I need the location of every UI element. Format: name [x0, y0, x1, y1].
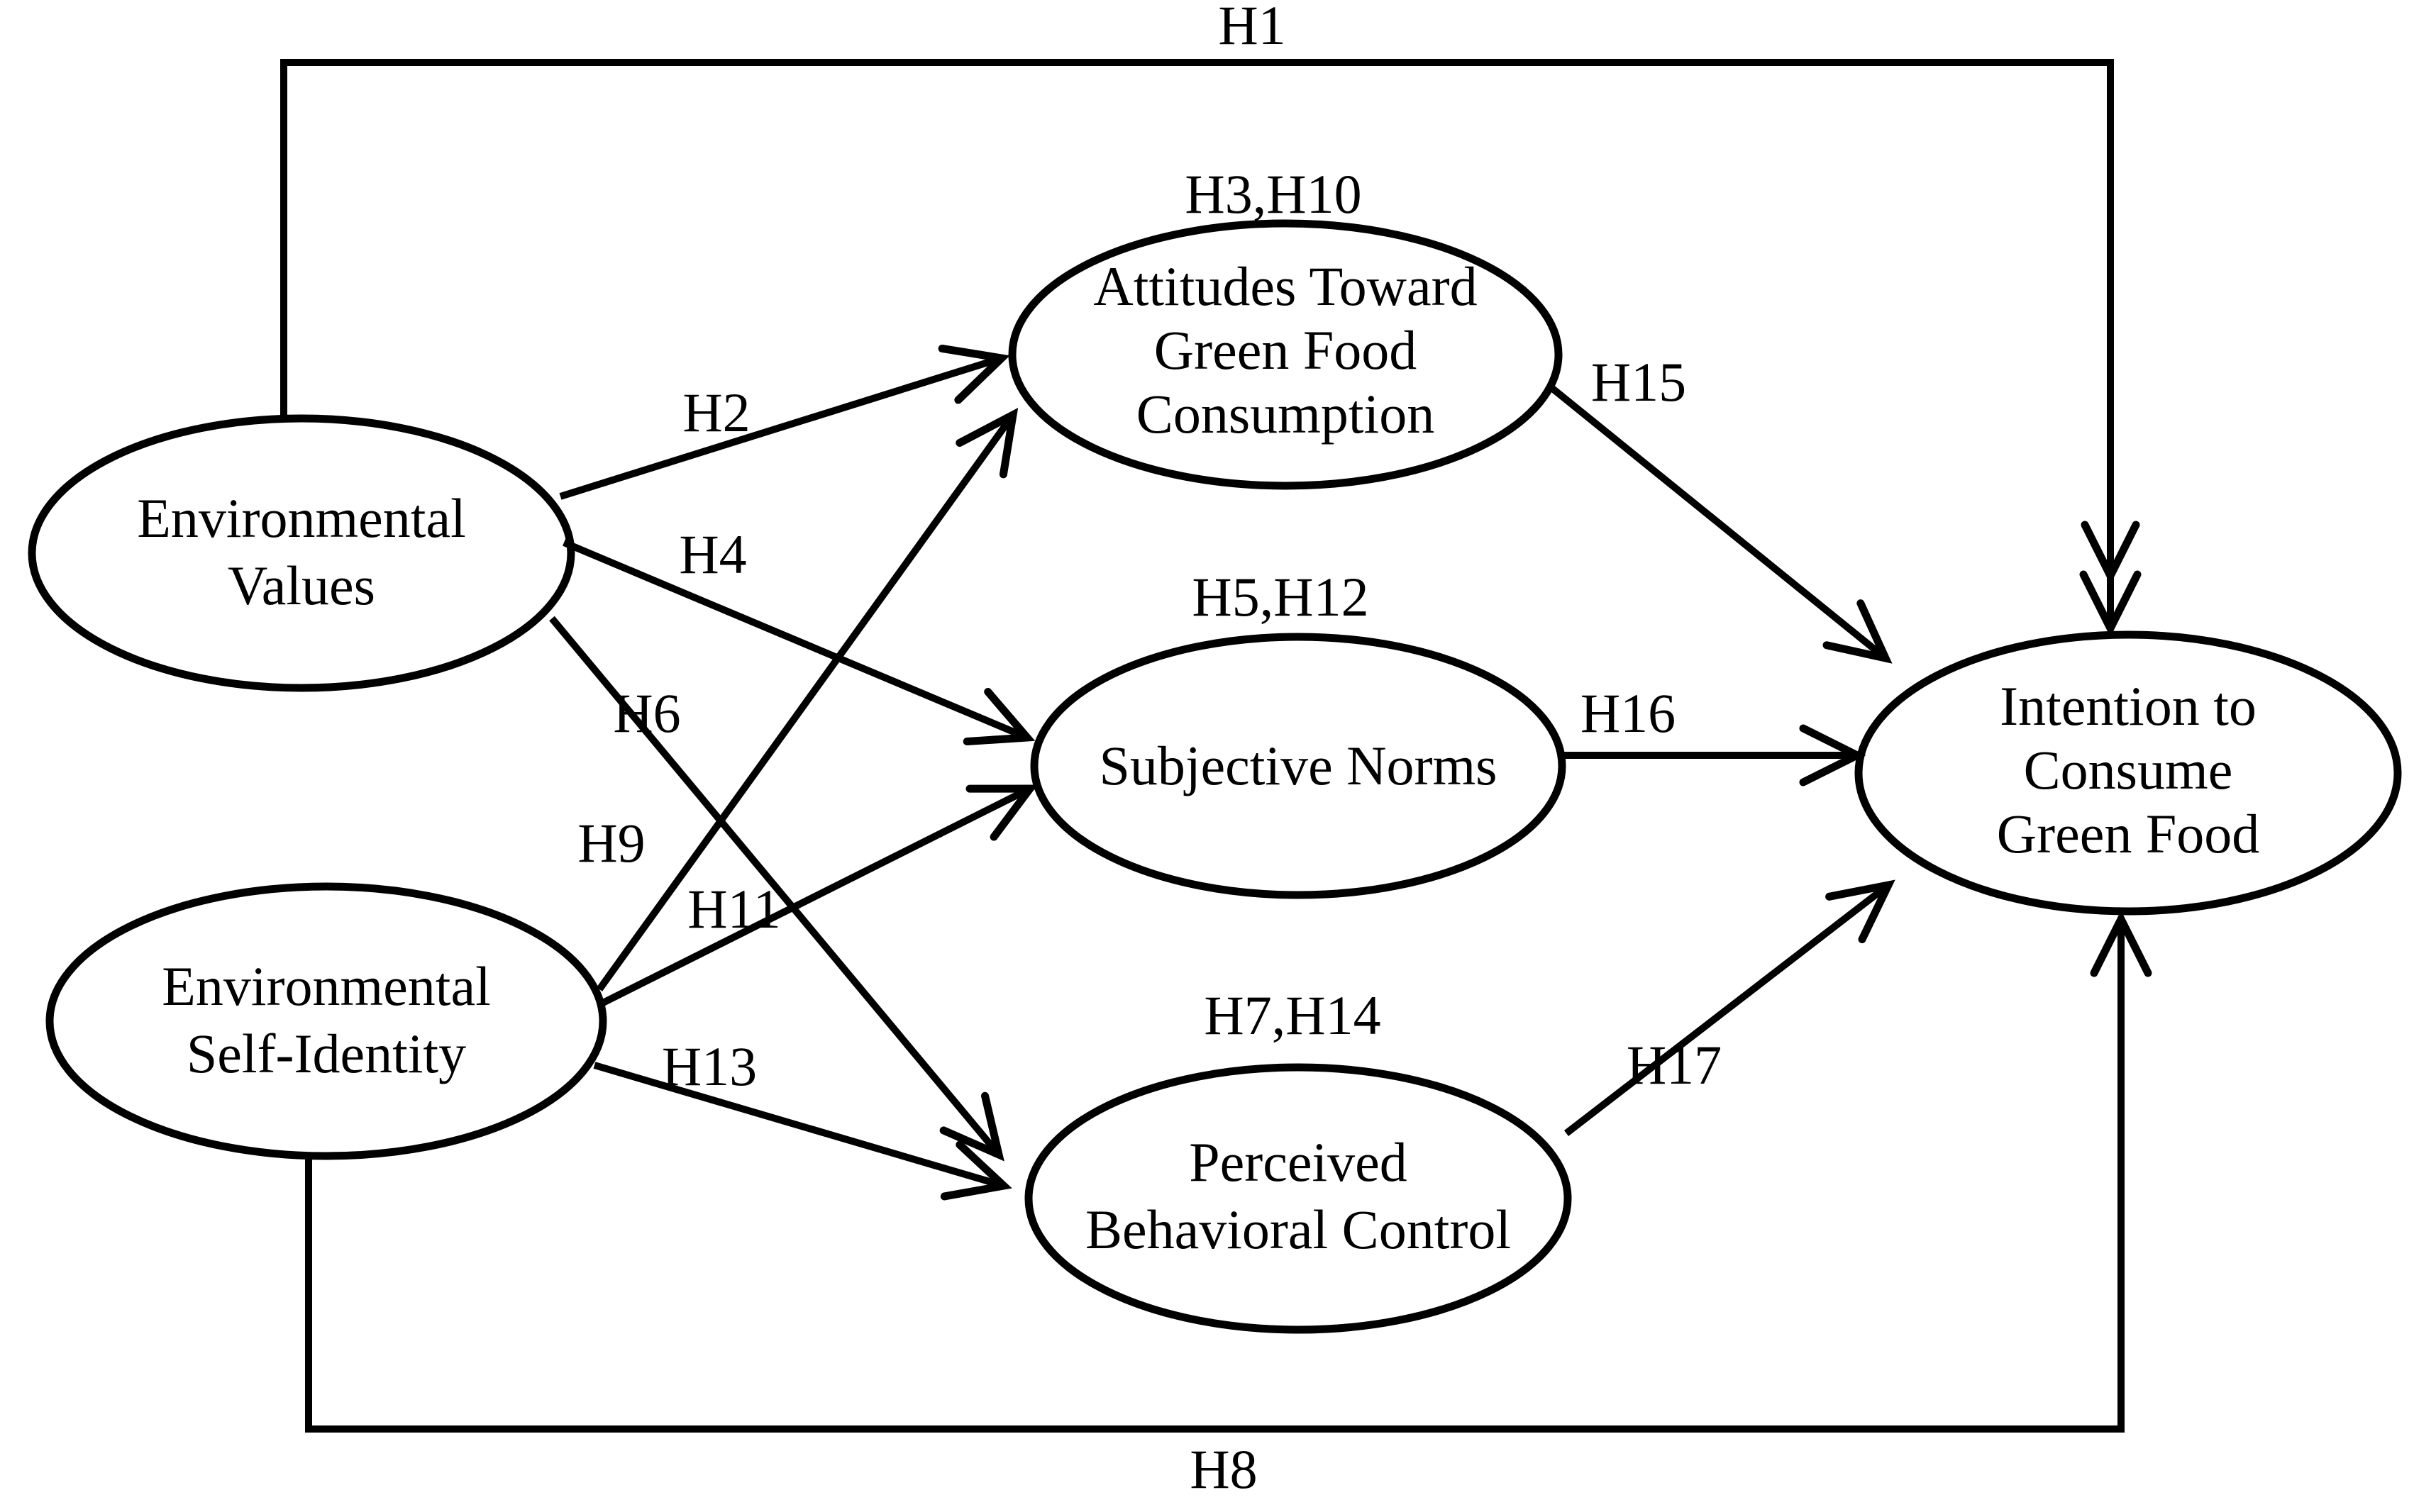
node-environmental-values-label-line-2: Values: [228, 555, 375, 616]
node-environmental-values: [28, 414, 575, 692]
edge-label-h5-h12: H5,H12: [1192, 566, 1368, 628]
node-environmental-self-identity: [45, 882, 607, 1160]
edge-label-h15: H15: [1591, 351, 1686, 413]
node-attitudes: [1008, 219, 1563, 490]
edge-h6-arrow: [549, 616, 1004, 1162]
edge-label-h6: H6: [613, 682, 680, 744]
node-perceived-behavioral-control-label-line-2: Behavioral Control: [1085, 1199, 1511, 1260]
node-attitudes-label-line-2: Green Food: [1154, 319, 1417, 381]
edge-h17-arrow: [1563, 879, 1895, 1136]
node-attitudes-label-line-3: Consumption: [1136, 383, 1434, 445]
edge-label-h4: H4: [679, 523, 746, 585]
edge-label-h3-h10: H3,H10: [1185, 163, 1361, 225]
edge-label-h9: H9: [577, 812, 645, 874]
edge-h9-arrow: [596, 408, 1019, 991]
node-intention-label-line-1: Intention to: [2000, 675, 2257, 737]
edge-label-h2: H2: [682, 382, 750, 443]
node-intention-label-line-3: Green Food: [1997, 803, 2259, 865]
edge-h11-arrow: [599, 784, 1038, 1007]
edge-label-h7-h14: H7,H14: [1204, 984, 1380, 1046]
node-subjective-norms-label-line-1: Subjective Norms: [1099, 735, 1497, 796]
edge-h13-arrow: [593, 1062, 1012, 1201]
edge-h2-arrow: [559, 344, 1010, 500]
edge-label-h17: H17: [1627, 1034, 1722, 1096]
node-subjective-norms: [1030, 633, 1566, 899]
edge-h4-arrow: [563, 539, 1036, 746]
edge-label-h1: H1: [1218, 0, 1285, 56]
node-environmental-self-identity-label-line-1: Environmental: [162, 955, 491, 1017]
edge-label-h16: H16: [1580, 682, 1676, 744]
edge-label-h13: H13: [662, 1035, 757, 1097]
edge-h1-arrow: [280, 59, 2142, 638]
edge-h8-arrow: [305, 910, 2152, 1433]
node-intention-label-line-2: Consume: [2024, 739, 2233, 801]
node-intention: [1854, 630, 2402, 916]
node-attitudes-label-line-1: Attitudes Toward: [1093, 255, 1477, 317]
node-environmental-self-identity-label-line-2: Self-Identity: [187, 1023, 466, 1084]
node-perceived-behavioral-control: [1024, 1063, 1572, 1334]
edge-label-h11: H11: [687, 878, 780, 940]
edge-h15-arrow: [1547, 384, 1893, 664]
node-environmental-values-label-line-1: Environmental: [137, 487, 466, 549]
edge-h1-extra-chevron: [2081, 521, 2140, 585]
node-perceived-behavioral-control-label-line-1: Perceived: [1189, 1131, 1407, 1193]
edge-label-h8: H8: [1190, 1438, 1257, 1500]
